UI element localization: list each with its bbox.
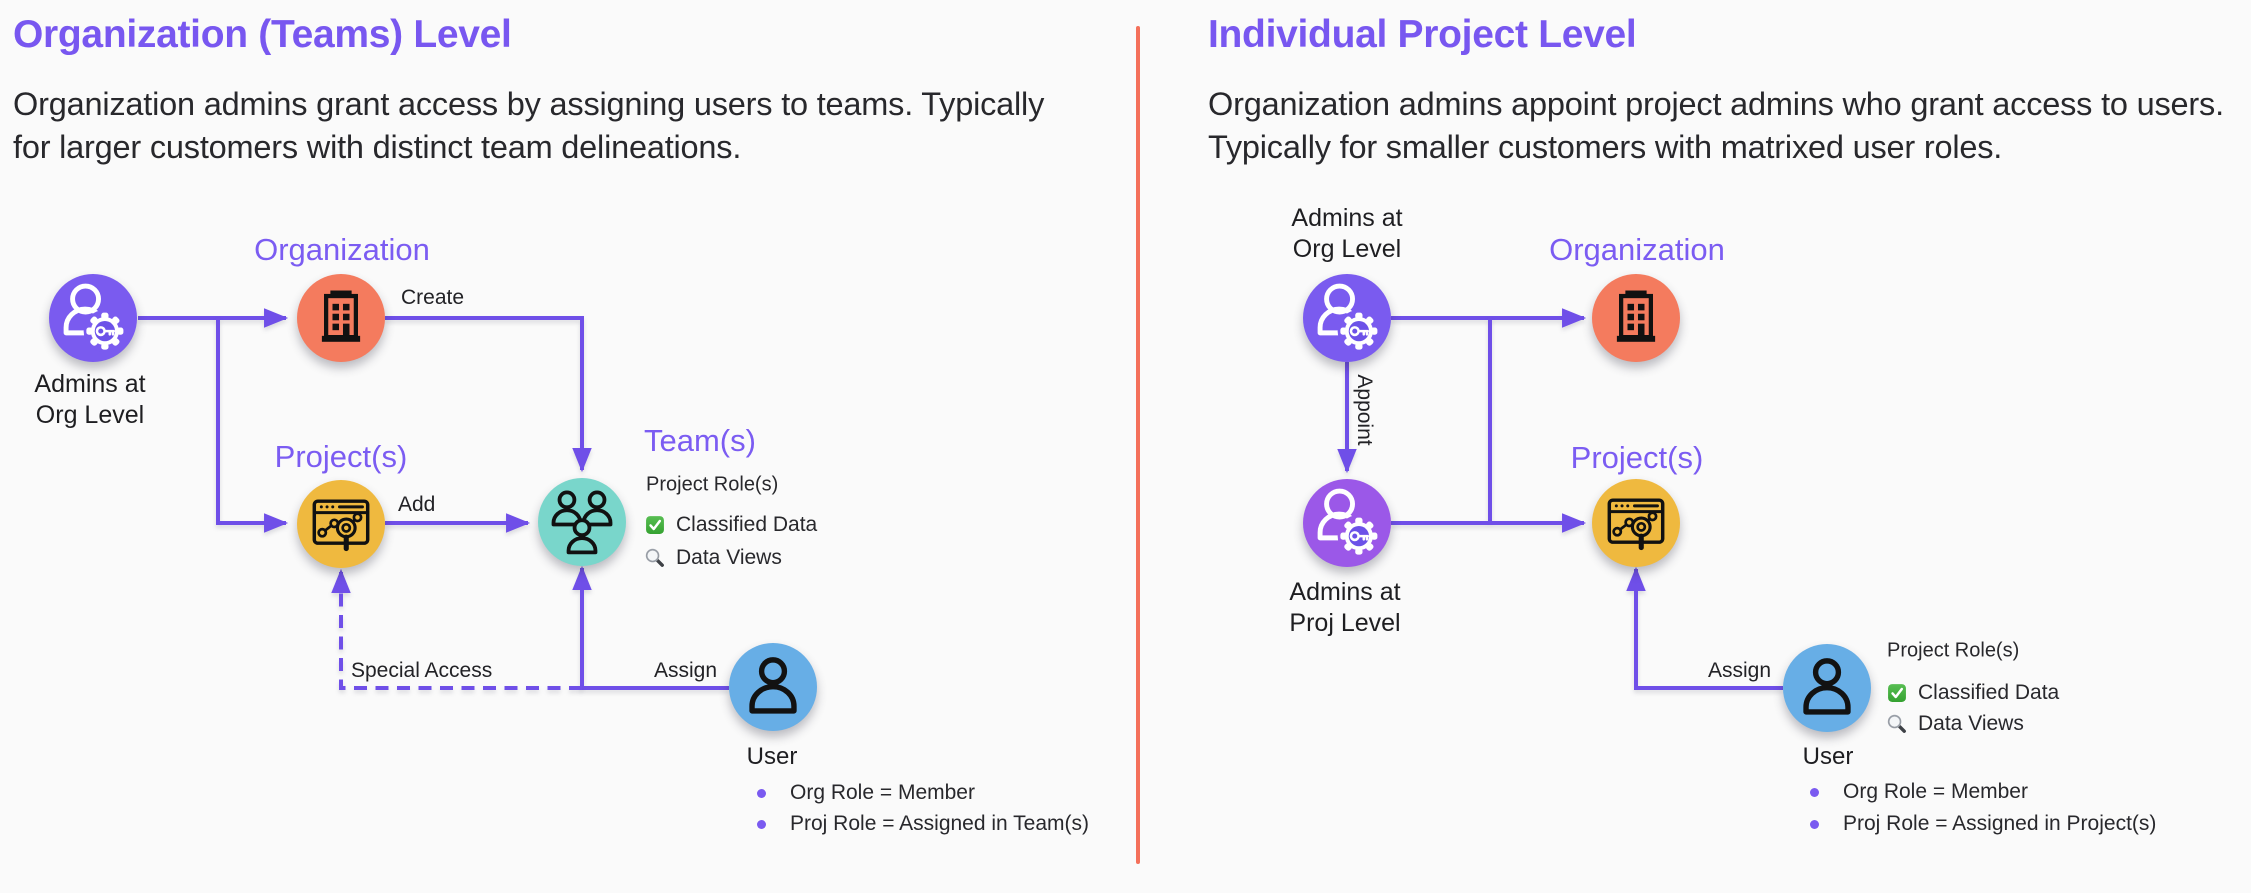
user-bullet-org-role: Org Role = Member xyxy=(757,781,975,805)
project-node-label: Project(s) xyxy=(274,439,408,474)
admin-key-gear-icon xyxy=(1309,485,1385,561)
person-icon xyxy=(1790,651,1864,725)
bullet-dot-icon xyxy=(757,819,766,829)
org-admin-node xyxy=(49,274,137,362)
user-bullet-proj-role: Proj Role = Assigned in Team(s) xyxy=(757,812,1089,836)
bullet-text: Proj Role = Assigned in Project(s) xyxy=(1843,812,2157,835)
project-roles-heading: Project Role(s) xyxy=(1887,639,2020,662)
bullet-text: Org Role = Member xyxy=(790,781,975,804)
bullet-dot-icon xyxy=(757,788,766,798)
admin-key-gear-icon xyxy=(1309,280,1385,356)
organization-node-label: Organization xyxy=(254,232,430,267)
create-edge-label: Create xyxy=(401,286,465,309)
panel-divider xyxy=(1136,26,1140,864)
assign-edge-label: Assign xyxy=(653,659,717,682)
magnifier-icon xyxy=(1886,713,1908,735)
role-item-label: Classified Data xyxy=(676,513,818,536)
panel-description-line: for larger customers with distinct team … xyxy=(13,129,742,165)
project-roles-heading: Project Role(s) xyxy=(646,473,779,496)
organization-node xyxy=(297,274,385,362)
admin-key-gear-icon xyxy=(55,280,131,356)
bullet-dot-icon xyxy=(1810,819,1819,829)
user-label: User xyxy=(1802,743,1854,770)
panel-description: Organization admins appoint project admi… xyxy=(1208,83,2224,169)
user-node xyxy=(729,643,817,731)
role-item-data-views: Data Views xyxy=(1886,712,2024,736)
org-admin-label: Admins at Org Level xyxy=(34,370,146,429)
organization-node xyxy=(1592,274,1680,362)
building-icon xyxy=(1602,284,1670,352)
team-node-label: Team(s) xyxy=(644,423,756,458)
panel-description-line: Typically for smaller customers with mat… xyxy=(1208,129,2003,165)
org-admin-label: Admins at Org Level xyxy=(1291,204,1403,263)
magnifier-icon xyxy=(644,547,666,569)
role-item-label: Classified Data xyxy=(1918,681,2060,704)
proj-admin-node xyxy=(1303,479,1391,567)
user-bullet-org-role: Org Role = Member xyxy=(1810,780,2028,804)
page-title: Organization (Teams) Level xyxy=(13,13,512,56)
appoint-edge-label: Appoint xyxy=(1353,374,1376,446)
project-window-icon xyxy=(305,488,377,560)
panel-description: Organization admins grant access by assi… xyxy=(13,83,1044,169)
role-item-label: Data Views xyxy=(1918,712,2024,735)
edge-admin-to-project-left xyxy=(216,318,289,533)
bullet-dot-icon xyxy=(1810,787,1819,797)
team-node xyxy=(538,478,626,566)
user-label: User xyxy=(746,743,798,770)
proj-admin-label: Admins at Proj Level xyxy=(1289,578,1401,637)
user-node xyxy=(1783,644,1871,732)
role-item-classified-data: Classified Data xyxy=(644,513,817,537)
organization-node-label: Organization xyxy=(1549,232,1725,267)
panel-description-line: Organization admins grant access by assi… xyxy=(13,86,1045,122)
person-icon xyxy=(736,650,810,724)
check-icon xyxy=(1886,682,1908,704)
team-icon xyxy=(544,484,620,560)
special-access-edge-label: Special Access xyxy=(351,659,493,682)
org-admin-node xyxy=(1303,274,1391,362)
project-node-label: Project(s) xyxy=(1570,440,1704,475)
building-icon xyxy=(307,284,375,352)
page-title: Individual Project Level xyxy=(1208,13,1637,56)
panel-description-line: Organization admins appoint project admi… xyxy=(1208,86,2224,122)
project-node xyxy=(297,480,385,568)
edge-organization-create-team-left xyxy=(385,316,592,473)
role-item-label: Data Views xyxy=(676,546,782,569)
check-icon xyxy=(644,514,666,536)
bullet-text: Proj Role = Assigned in Team(s) xyxy=(790,812,1090,835)
assign-edge-label: Assign xyxy=(1707,659,1771,682)
project-node xyxy=(1592,479,1680,567)
role-item-data-views: Data Views xyxy=(644,546,782,570)
project-window-icon xyxy=(1600,487,1672,559)
bullet-text: Org Role = Member xyxy=(1843,780,2028,803)
user-bullet-proj-role: Proj Role = Assigned in Project(s) xyxy=(1810,812,2156,836)
add-edge-label: Add xyxy=(398,493,436,516)
role-item-classified-data: Classified Data xyxy=(1886,681,2059,705)
